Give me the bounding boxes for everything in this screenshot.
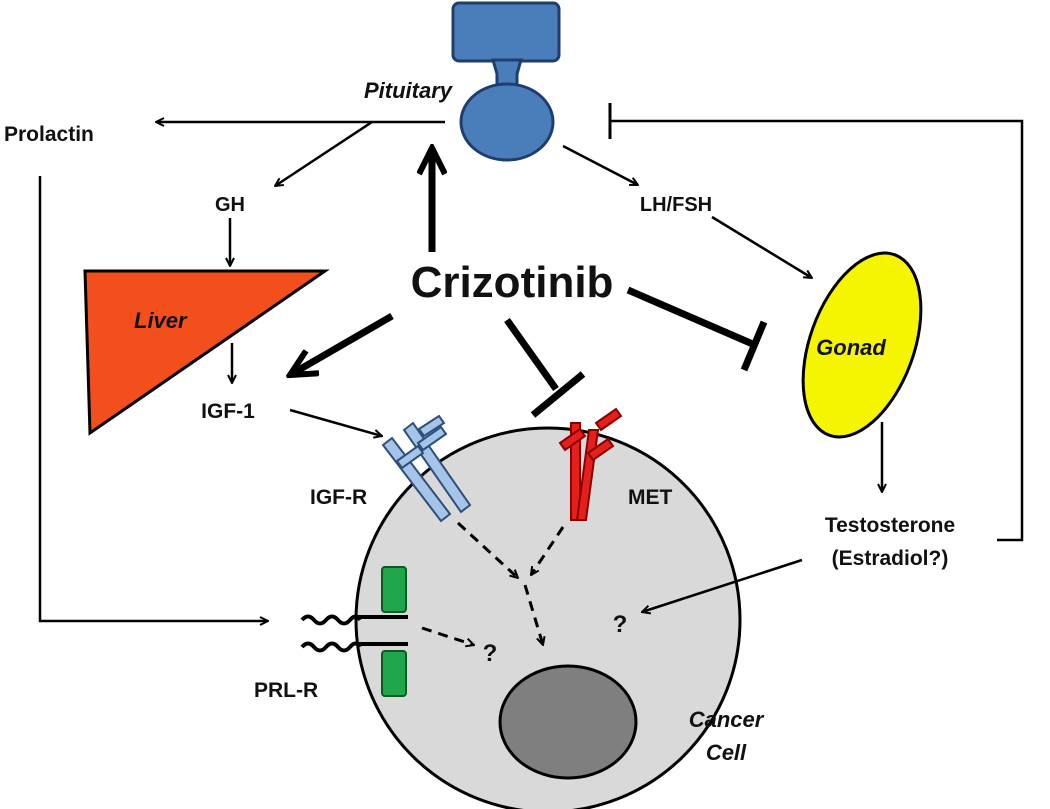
intracellular-signaling bbox=[421, 521, 565, 645]
igf1-label: IGF-1 bbox=[201, 400, 255, 423]
cell-label: Cell bbox=[706, 740, 747, 765]
prl-r-receptor bbox=[300, 566, 408, 697]
crizotinib-met-inhibition bbox=[504, 317, 559, 392]
prolactin-to-prlr-arrow bbox=[38, 176, 268, 621]
igf1-to-igfr-arrow bbox=[289, 408, 382, 436]
liver-shape bbox=[83, 269, 330, 436]
met-signal-arrow bbox=[529, 526, 565, 575]
pituitary-gland bbox=[451, 1, 561, 162]
crizotinib-to-igf1-arrow bbox=[290, 312, 394, 375]
met-label: MET bbox=[628, 486, 673, 509]
gonad-shape bbox=[801, 251, 923, 439]
igf-r-receptor bbox=[381, 414, 472, 523]
cancer-label: Cancer bbox=[689, 707, 765, 732]
crizotinib-label: Crizotinib bbox=[411, 258, 614, 307]
igfr-signal-arrow bbox=[456, 521, 518, 578]
unknown-factor-label: ? bbox=[613, 611, 628, 638]
lh-fsh-label: LH/FSH bbox=[640, 194, 712, 216]
gh-arrow bbox=[275, 120, 373, 186]
testosterone-label: Testosterone bbox=[825, 514, 955, 537]
met-inhibition-bar bbox=[530, 371, 586, 418]
pathway-arrows bbox=[38, 103, 1024, 621]
nucleus-signal-arrow bbox=[523, 584, 543, 645]
cell-nucleus bbox=[498, 664, 638, 780]
prolactin-label: Prolactin bbox=[4, 123, 94, 146]
lhfsh-arrow bbox=[562, 144, 638, 187]
pituitary-label: Pituitary bbox=[364, 78, 454, 103]
gonad-inhibition-bar bbox=[740, 320, 768, 372]
gh-label: GH bbox=[215, 194, 245, 216]
testosterone-to-cell-arrow bbox=[642, 558, 803, 612]
gonad-label: Gonad bbox=[816, 335, 886, 360]
testosterone-feedback-line bbox=[610, 119, 1024, 542]
estradiol-label: (Estradiol?) bbox=[832, 547, 949, 570]
met-receptor bbox=[558, 407, 623, 521]
crizotinib-gonad-inhibition bbox=[626, 286, 757, 349]
unknown-prl-signal-label: ? bbox=[483, 640, 498, 667]
cancer-cell bbox=[354, 426, 742, 809]
igf-r-label: IGF-R bbox=[310, 486, 367, 509]
liver-label: Liver bbox=[134, 308, 188, 333]
prl-r-label: PRL-R bbox=[254, 679, 318, 702]
prlr-signal-arrow bbox=[421, 626, 474, 645]
lhfsh-to-gonad-arrow bbox=[711, 215, 812, 278]
